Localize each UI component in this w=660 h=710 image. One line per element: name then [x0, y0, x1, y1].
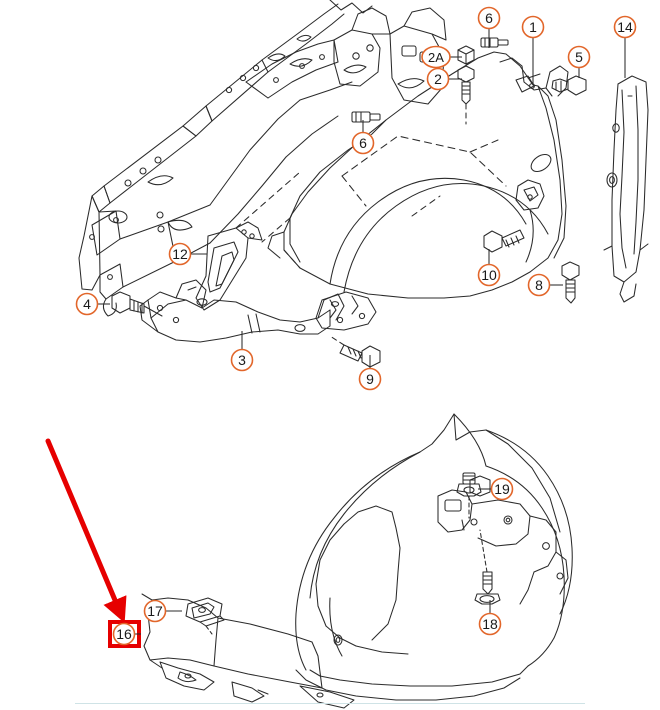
- spacer-sleeve-fastener-6-mid: [351, 111, 381, 123]
- callout-2[interactable]: 2: [426, 67, 463, 91]
- callout-18[interactable]: 18: [478, 600, 502, 636]
- callout-bubble[interactable]: [527, 273, 551, 297]
- red-pointer-arrow: [45, 438, 127, 624]
- hex-bolt-fastener-4: [111, 291, 163, 317]
- callout-bubble[interactable]: [521, 15, 545, 39]
- callout-bubble[interactable]: [490, 477, 514, 501]
- callout-number: 12: [172, 246, 188, 262]
- callout-4[interactable]: 4: [75, 292, 111, 316]
- callout-number: 4: [83, 296, 91, 312]
- callout-bubble[interactable]: [358, 367, 382, 391]
- callout-bubble[interactable]: [421, 45, 451, 69]
- wheel-housing-liner-body: [295, 413, 573, 701]
- callout-number: 6: [485, 10, 493, 26]
- callout-number: 2A: [428, 50, 444, 65]
- hex-bolt-fastener-5: [551, 75, 587, 96]
- callout-number: 8: [535, 277, 543, 293]
- callout-number: 16: [116, 626, 132, 642]
- callout-layer: 6 1 14 2A 2 5 6 12 4 3 10 8 9 19 18 17 16: [75, 6, 637, 646]
- callout-number: 17: [147, 603, 163, 619]
- callout-5[interactable]: 5: [567, 45, 591, 79]
- fender-mounting-plate: [315, 291, 377, 331]
- callout-bubble[interactable]: [143, 599, 167, 623]
- callout-bubble[interactable]: [112, 622, 136, 646]
- callout-14[interactable]: 14: [613, 15, 637, 79]
- fender-liner-rail-part: [603, 75, 649, 303]
- hex-nut-fastener-2A: [457, 45, 475, 65]
- callout-number: 19: [494, 481, 510, 497]
- callout-bubble[interactable]: [478, 612, 502, 636]
- callout-bubble[interactable]: [477, 6, 501, 30]
- callout-10[interactable]: 10: [477, 249, 501, 287]
- callout-6[interactable]: 6: [351, 120, 375, 155]
- bottom-divider-rule: [75, 703, 585, 704]
- callout-number: 10: [481, 267, 497, 283]
- callout-number: 2: [434, 71, 442, 87]
- callout-1[interactable]: 1: [521, 15, 545, 86]
- tapping-screw-fastener-18: [474, 529, 501, 605]
- callout-bubble[interactable]: [168, 242, 192, 266]
- callout-number: 14: [617, 19, 633, 35]
- clip-nut-fastener-17: [185, 597, 225, 635]
- callout-number: 18: [482, 616, 498, 632]
- callout-6[interactable]: 6: [477, 6, 501, 49]
- annotation-layer: [45, 438, 141, 648]
- callout-number: 3: [238, 352, 246, 368]
- wheel-housing-liner-panel: [141, 413, 573, 709]
- callout-bubble[interactable]: [351, 131, 375, 155]
- fender-and-front-structure-panel: [78, 0, 649, 368]
- callout-bubble[interactable]: [426, 67, 450, 91]
- hex-bolt-fastener-9: [329, 335, 381, 368]
- callout-3[interactable]: 3: [230, 331, 254, 372]
- callout-19[interactable]: 19: [478, 477, 514, 501]
- callout-number: 6: [359, 135, 367, 151]
- callout-bubble[interactable]: [567, 45, 591, 69]
- spacer-sleeve-fastener-6-top: [480, 37, 509, 48]
- callout-number: 5: [575, 49, 583, 65]
- hex-bolt-fastener-10: [483, 229, 525, 253]
- hex-bolt-fastener-2: [457, 65, 475, 105]
- callout-bubble[interactable]: [75, 292, 99, 316]
- lower-mounting-rail: [139, 279, 345, 343]
- expanding-rivet-fastener-19: [456, 472, 482, 519]
- callout-16[interactable]: 16: [112, 622, 142, 646]
- callout-8[interactable]: 8: [527, 273, 564, 297]
- callout-9[interactable]: 9: [358, 355, 382, 391]
- callout-17[interactable]: 17: [143, 599, 183, 623]
- splash-guard-part: [141, 593, 355, 709]
- callout-number: 9: [366, 371, 374, 387]
- callout-12[interactable]: 12: [168, 242, 208, 266]
- front-fender-outline: [267, 51, 569, 299]
- callout-bubble[interactable]: [613, 15, 637, 39]
- front-end-carrier-structure: [78, 0, 447, 317]
- hex-bolt-fastener-8: [561, 261, 580, 304]
- callout-number: 1: [529, 19, 537, 35]
- callout-bubble[interactable]: [477, 263, 501, 287]
- callout-2A[interactable]: 2A: [421, 45, 462, 69]
- callout-bubble[interactable]: [230, 348, 254, 372]
